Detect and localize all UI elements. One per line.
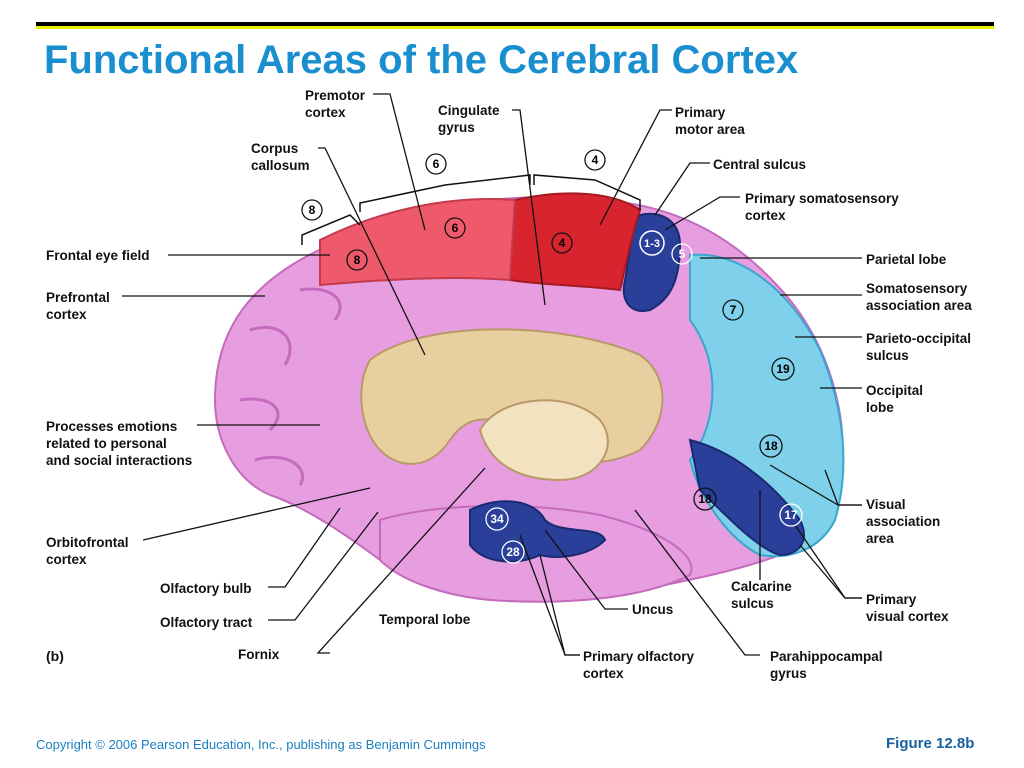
area-5: 5 xyxy=(679,247,686,261)
label-olfactory-tract: Olfactory tract xyxy=(160,615,253,630)
somatosensory-region xyxy=(622,212,682,312)
label-primary-olfactory-cortex: Primary olfactory cortex xyxy=(583,649,695,681)
area-1-3: 1-3 xyxy=(644,238,660,250)
area-28: 28 xyxy=(506,545,520,559)
figure-number: Figure 12.8b xyxy=(886,735,975,752)
label-primary-motor-area: Primary motor area xyxy=(675,105,745,137)
label-central-sulcus: Central sulcus xyxy=(713,157,807,172)
primary-visual-region xyxy=(688,438,805,557)
area-6-top: 6 xyxy=(433,157,440,171)
area-6: 6 xyxy=(452,221,459,235)
motor-region xyxy=(508,192,642,292)
label-occipital-lobe: Occipital lobe xyxy=(866,383,924,415)
top-rule xyxy=(36,22,994,26)
label-temporal-lobe: Temporal lobe xyxy=(379,612,471,627)
area-4-top: 4 xyxy=(592,153,599,167)
label-prefrontal-cortex: Prefrontal cortex xyxy=(46,290,110,322)
label-processes-emotions: Processes emotions related to personal a… xyxy=(46,419,193,468)
label-frontal-eye-field: Frontal eye field xyxy=(46,248,150,263)
panel-label: (b) xyxy=(46,648,64,664)
area-18-lower: 18 xyxy=(698,492,712,506)
label-olfactory-bulb: Olfactory bulb xyxy=(160,581,252,596)
premotor-region xyxy=(319,198,517,287)
top-rule-accent xyxy=(36,26,994,29)
copyright-text: Copyright © 2006 Pearson Education, Inc.… xyxy=(36,737,486,752)
area-7: 7 xyxy=(730,303,737,317)
area-18-upper: 18 xyxy=(764,439,778,453)
area-8: 8 xyxy=(354,253,361,267)
label-corpus-callosum: Corpus callosum xyxy=(251,141,310,173)
label-parahippocampal-gyrus: Parahippocampal gyrus xyxy=(770,649,883,681)
area-19: 19 xyxy=(776,362,790,376)
label-visual-association: Visual association area xyxy=(866,497,941,546)
label-primary-visual-cortex: Primary visual cortex xyxy=(866,592,949,624)
label-uncus: Uncus xyxy=(632,602,674,617)
label-parietal-lobe: Parietal lobe xyxy=(866,252,947,267)
label-cingulate-gyrus: Cingulate gyrus xyxy=(438,103,500,135)
label-orbitofrontal-cortex: Orbitofrontal cortex xyxy=(46,535,129,567)
label-premotor-cortex: Premotor cortex xyxy=(305,88,366,120)
page-title: Functional Areas of the Cerebral Cortex xyxy=(44,38,799,82)
area-34: 34 xyxy=(490,512,504,526)
label-somatosensory-association: Somatosensory association area xyxy=(866,281,972,313)
label-fornix: Fornix xyxy=(238,647,280,662)
area-17: 17 xyxy=(784,508,798,522)
area-8-top: 8 xyxy=(309,203,316,217)
label-calcarine-sulcus: Calcarine sulcus xyxy=(731,579,792,611)
label-primary-somatosensory: Primary somatosensory cortex xyxy=(745,191,899,223)
area-4: 4 xyxy=(559,236,566,250)
label-parieto-occipital-sulcus: Parieto-occipital sulcus xyxy=(866,331,972,363)
